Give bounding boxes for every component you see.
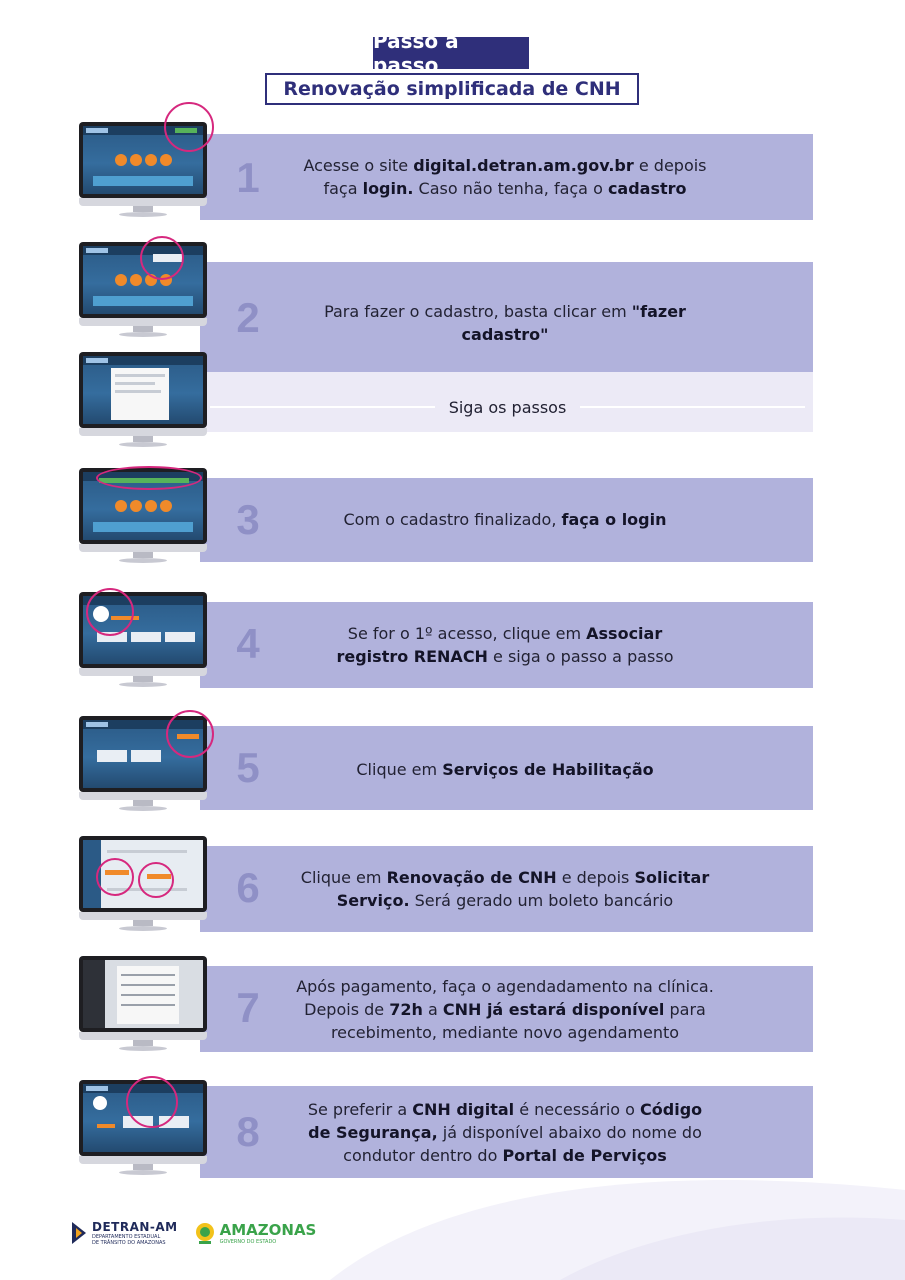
monitor-icon — [79, 956, 207, 1052]
step-text-bold: Código — [640, 1100, 703, 1119]
footer-logos: DETRAN-AM DEPARTAMENTO ESTADUAL DE TRÂNS… — [70, 1215, 316, 1251]
step-band-5 — [200, 726, 813, 810]
step-text-segment: é necessário o — [514, 1100, 641, 1119]
step-number: 5 — [236, 744, 260, 791]
follow-steps-divider: Siga os passos — [210, 394, 805, 420]
follow-steps-label: Siga os passos — [448, 397, 567, 417]
step-text-segment: para — [664, 1000, 706, 1019]
amazonas-logo: AMAZONAS GOVERNO DO ESTADO — [194, 1220, 317, 1246]
step-text-segment: Se preferir a — [307, 1100, 413, 1119]
detran-logo: DETRAN-AM DEPARTAMENTO ESTADUAL DE TRÂNS… — [70, 1220, 178, 1246]
step-text-segment: Após pagamento, faça o agendadamento na … — [296, 977, 714, 996]
highlight-ring-icon — [86, 588, 134, 636]
step-text: Após pagamento, faça o agendadamento na … — [270, 975, 740, 1044]
step-text-bold: CNH já estará disponível — [442, 1000, 665, 1019]
step-text: Para fazer o cadastro, basta clicar em "… — [270, 300, 740, 346]
step-text-segment: e siga o passo a passo — [487, 647, 674, 666]
step-band-7 — [200, 966, 813, 1052]
step-text-bold: 72h — [389, 1000, 423, 1019]
step-text: Acesse o site digital.detran.am.gov.br e… — [270, 154, 740, 200]
step-band-3 — [200, 478, 813, 562]
step-text: Se preferir a CNH digital é necessário o… — [270, 1098, 740, 1167]
step-band-1 — [200, 134, 813, 220]
step-text-segment: recebimento, mediante novo agendamento — [330, 1023, 680, 1042]
step-text-segment: Clique em — [300, 868, 387, 887]
step-text-bold: de Segurança, — [308, 1123, 438, 1142]
step-text-segment: e depois — [556, 868, 635, 887]
step-band-8 — [200, 1086, 813, 1178]
detran-logo-icon — [72, 1222, 86, 1244]
highlight-ring-icon — [140, 236, 184, 280]
page-title: Passo a passo — [373, 29, 529, 77]
step-band-4 — [200, 602, 813, 688]
step-text-bold: digital.detran.am.gov.br — [413, 156, 634, 175]
step-text-bold: Serviço. — [336, 891, 410, 910]
step-text-segment: Clique em — [356, 760, 443, 779]
step-text-segment: a — [422, 1000, 443, 1019]
step-text-bold: cadastro" — [461, 325, 549, 344]
highlight-ring-icon — [138, 862, 174, 898]
step-band-6 — [200, 846, 813, 932]
amazonas-logo-icon — [195, 1223, 214, 1244]
step-text-segment: e depois — [633, 156, 707, 175]
follow-steps-band — [200, 372, 813, 432]
detran-logo-sub: DEPARTAMENTO ESTADUAL — [92, 1234, 161, 1240]
step-text-bold: CNH digital — [412, 1100, 515, 1119]
step-text-segment: já disponível abaixo do nome do — [437, 1123, 702, 1142]
step-text: Clique em Renovação de CNH e depois Soli… — [270, 866, 740, 912]
step-text-bold: Portal de Perviços — [502, 1146, 667, 1165]
step-text: Se for o 1º acesso, clique em Associar re… — [270, 622, 740, 668]
step-text-bold: Serviços de Habilitação — [442, 760, 654, 779]
step-number: 3 — [236, 496, 260, 543]
monitor-icon — [79, 352, 207, 448]
step-text-segment: faça — [323, 179, 363, 198]
step-text-segment: Para fazer o cadastro, basta clicar em — [324, 302, 632, 321]
highlight-ring-icon — [166, 710, 214, 758]
step-number: 1 — [236, 154, 260, 201]
step-text-segment: Caso não tenha, faça o — [413, 179, 608, 198]
highlight-ring-icon — [96, 466, 202, 490]
step-text-bold: cadastro — [607, 179, 687, 198]
amazonas-logo-name: AMAZONAS — [219, 1221, 317, 1239]
step-text-bold: Renovação de CNH — [386, 868, 557, 887]
step-text-bold: Solicitar — [634, 868, 710, 887]
step-number: 8 — [236, 1108, 260, 1155]
highlight-ring-icon — [96, 858, 134, 896]
step-text-bold: registro RENACH — [336, 647, 488, 666]
highlight-ring-icon — [164, 102, 214, 152]
step-number: 4 — [236, 620, 260, 667]
step-text-bold: Associar — [586, 624, 663, 643]
step-text-bold: login. — [362, 179, 414, 198]
step-band-2 — [200, 262, 813, 372]
step-text-segment: Acesse o site — [303, 156, 414, 175]
step-text-segment: Com o cadastro finalizado, — [343, 510, 562, 529]
step-text-segment: Depois de — [304, 1000, 390, 1019]
highlight-ring-icon — [126, 1076, 178, 1128]
step-text-segment: Será gerado um boleto bancário — [409, 891, 674, 910]
step-text: Clique em Serviços de Habilitação — [270, 758, 740, 781]
detran-logo-sub: DE TRÂNSITO DO AMAZONAS — [92, 1240, 166, 1246]
step-text-segment: Se for o 1º acesso, clique em — [347, 624, 587, 643]
step-text-bold: "fazer — [631, 302, 686, 321]
detran-logo-name: DETRAN-AM — [92, 1220, 178, 1234]
page-subtitle: Renovação simplificada de CNH — [265, 73, 639, 105]
step-text: Com o cadastro finalizado, faça o login — [270, 508, 740, 531]
step-text-bold: faça o login — [561, 510, 667, 529]
amazonas-logo-sub: GOVERNO DO ESTADO — [219, 1239, 277, 1245]
step-number: 7 — [236, 984, 260, 1031]
step-number: 6 — [236, 864, 260, 911]
background-wave — [330, 1180, 905, 1280]
step-number: 2 — [236, 294, 260, 341]
step-text-segment: condutor dentro do — [343, 1146, 503, 1165]
